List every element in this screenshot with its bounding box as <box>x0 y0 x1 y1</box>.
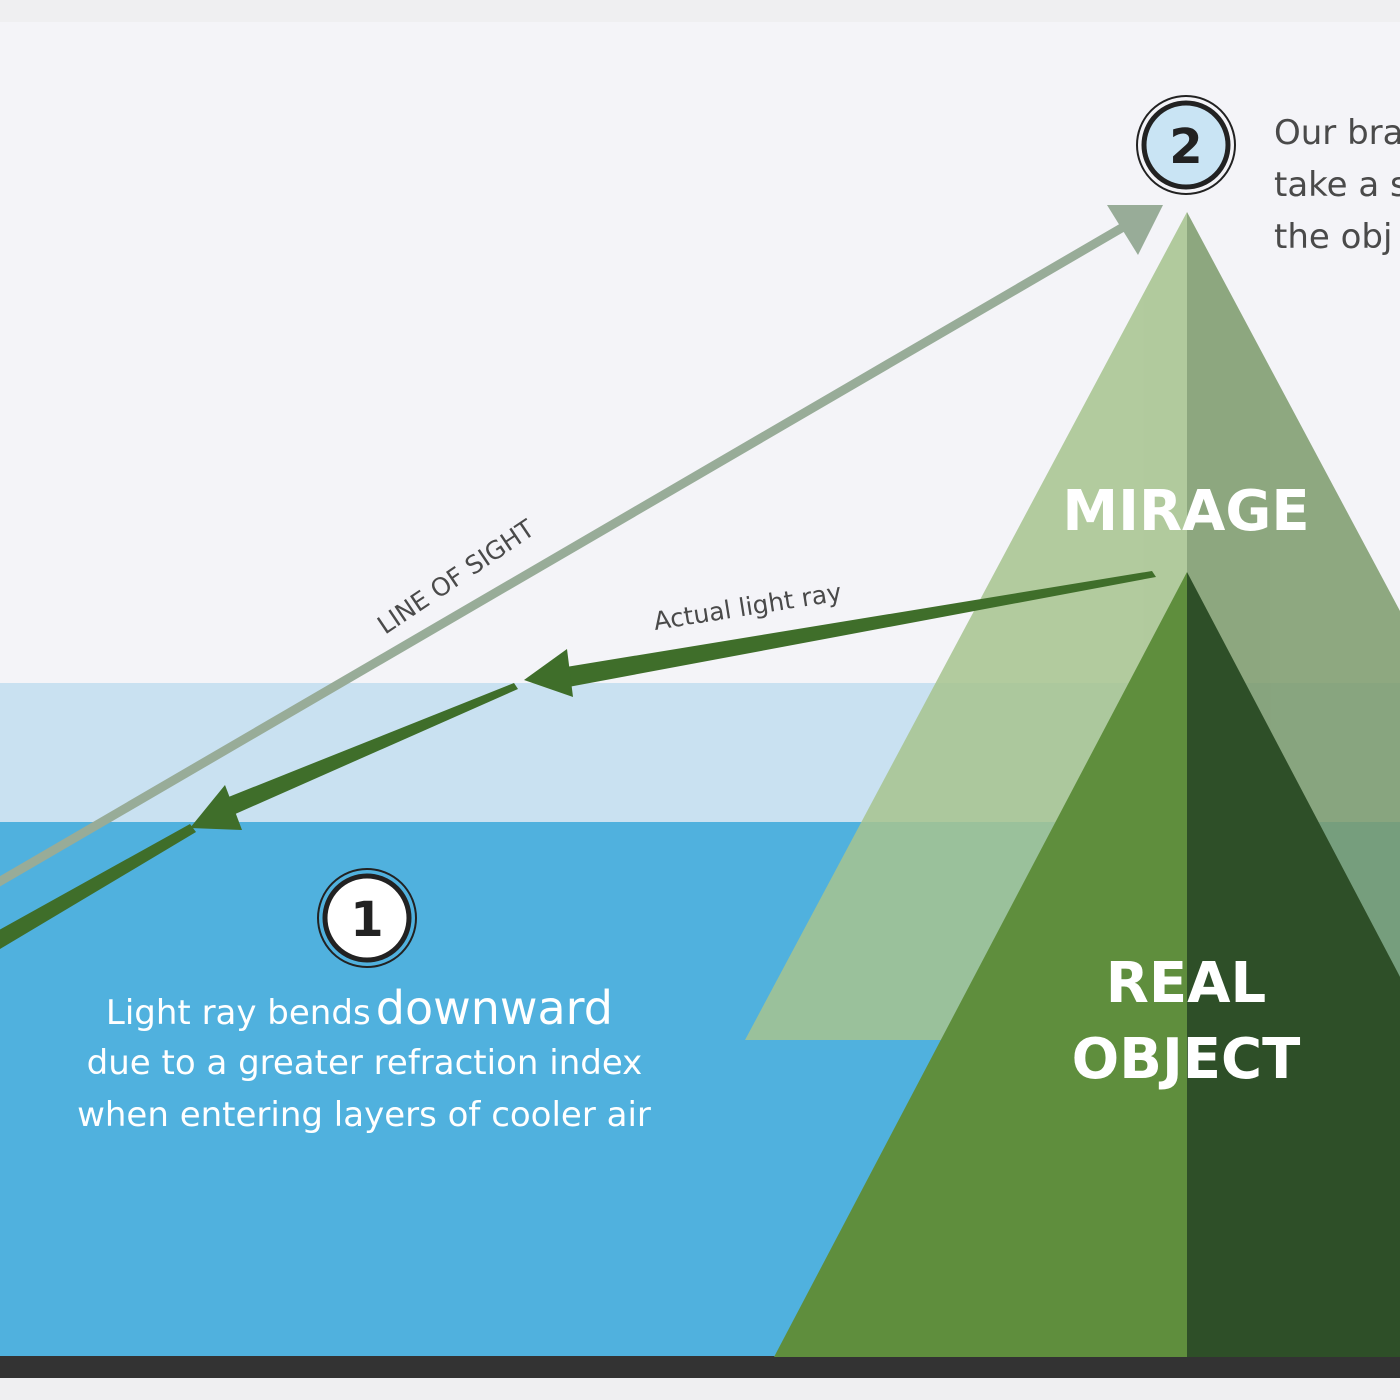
step-1-line1-start: Light ray bends <box>106 993 371 1033</box>
step-1-line1-emphasis: downward <box>376 981 613 1035</box>
line-of-sight-arrow <box>0 205 1163 887</box>
real-object-dark-face <box>1187 572 1400 1357</box>
step-1-line1: Light ray bends downward <box>106 981 618 1035</box>
step-1-badge-inner <box>322 873 412 963</box>
step-1-badge: 1 <box>317 868 417 968</box>
real-object-pyramid <box>774 572 1400 1357</box>
step-2-line3: the obj <box>1274 217 1392 257</box>
step-1-badge-outer-ring <box>317 868 417 968</box>
real-object-light-face <box>774 572 1187 1357</box>
mirage-label: MIRAGE <box>1062 479 1309 544</box>
step-1-line2: due to a greater refraction index <box>87 1043 643 1083</box>
light-ray-lower-segment <box>0 824 196 950</box>
light-ray-middle-segment <box>226 683 518 815</box>
step-2-line2: take a s <box>1274 165 1400 205</box>
ground-strip <box>0 1356 1400 1378</box>
actual-light-ray <box>0 571 1156 950</box>
light-ray-upper-segment <box>560 571 1156 688</box>
light-ray-middle-arrowhead <box>190 785 242 830</box>
real-object-label-line1: REAL <box>1106 951 1266 1016</box>
step-1-line3: when entering layers of cooler air <box>77 1095 651 1135</box>
step-2-line1: Our bra <box>1274 113 1400 153</box>
step-2-badge: 2 <box>1136 95 1236 195</box>
light-ray-upper-arrowhead <box>524 649 573 697</box>
step-1-description: Light ray bends downward due to a greate… <box>77 981 651 1135</box>
step-2-number: 2 <box>1169 119 1202 175</box>
step-1-number: 1 <box>350 892 383 948</box>
step-2-badge-outer-ring <box>1136 95 1236 195</box>
step-2-badge-inner <box>1141 100 1231 190</box>
line-of-sight-arrowhead <box>1107 205 1163 255</box>
step-2-description: Our bra take a s the obj <box>1274 113 1400 257</box>
line-of-sight-shaft <box>0 222 1128 887</box>
real-object-label-line2: OBJECT <box>1072 1027 1301 1092</box>
